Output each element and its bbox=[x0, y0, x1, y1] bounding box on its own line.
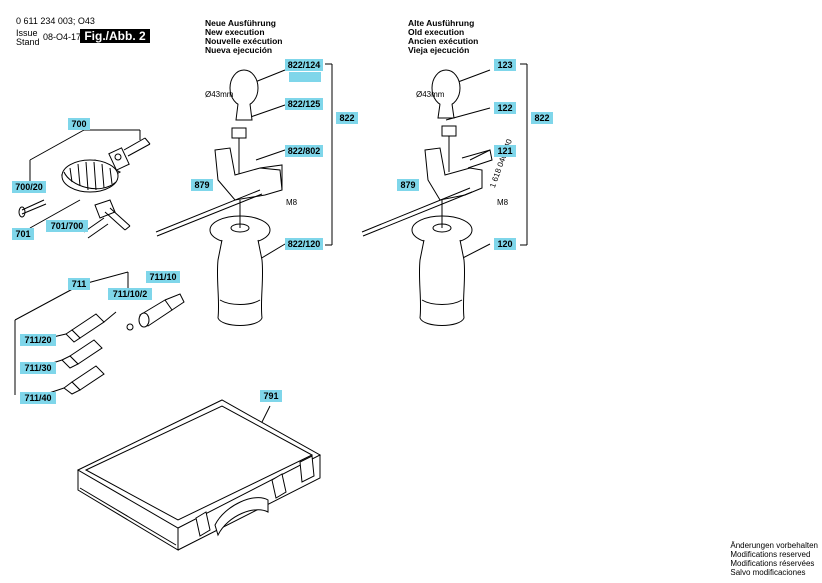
modifications-notice: Änderungen vorbehalten Modifications res… bbox=[730, 541, 818, 577]
drill-chuck bbox=[60, 137, 151, 193]
document-number: 0 611 234 003; O43 bbox=[16, 16, 95, 26]
notice-fr: Modifications réservées bbox=[730, 559, 815, 568]
label-new-822-125: 822/125 bbox=[285, 98, 323, 110]
issue-label: Issue bbox=[16, 28, 38, 38]
label-711-10-2: 711/10/2 bbox=[108, 288, 152, 300]
new-version-de: Neue Ausführung bbox=[205, 18, 276, 28]
new-depth-rod bbox=[155, 189, 263, 237]
label-701-700: 701/700 bbox=[46, 220, 88, 232]
issue-date: 08-O4-17 bbox=[43, 32, 82, 42]
label-700-20: 700/20 bbox=[12, 181, 46, 193]
new-diameter-note: Ø43mm bbox=[205, 90, 234, 99]
label-old-879: 879 bbox=[397, 179, 419, 191]
bit-holder bbox=[126, 293, 185, 331]
new-version-es: Nueva ejecución bbox=[205, 45, 273, 55]
new-version-fr: Nouvelle exécution bbox=[205, 36, 283, 46]
new-depth-clamp-ring bbox=[229, 69, 259, 121]
screwdriver-bit-3 bbox=[63, 365, 105, 395]
label-700: 700 bbox=[68, 118, 90, 130]
notice-en: Modifications reserved bbox=[730, 550, 811, 559]
stand-label: Stand bbox=[16, 37, 40, 47]
old-version-en: Old execution bbox=[408, 27, 465, 37]
old-version-fr: Ancien exécution bbox=[408, 36, 479, 46]
old-diameter-note: Ø43mm bbox=[416, 90, 445, 99]
label-new-822-124: 822/124 bbox=[285, 59, 323, 71]
label-711: 711 bbox=[68, 278, 90, 290]
old-clamp-screw bbox=[441, 125, 457, 172]
new-thread-note: M8 bbox=[286, 198, 298, 207]
new-version-en: New execution bbox=[205, 27, 265, 37]
old-auxiliary-handle bbox=[411, 200, 473, 326]
label-new-822-802: 822/802 bbox=[285, 145, 323, 157]
new-auxiliary-handle bbox=[209, 200, 271, 326]
label-old-822: 822 bbox=[531, 112, 553, 124]
screwdriver-bit-1 bbox=[65, 313, 105, 343]
new-clamp-screw bbox=[231, 127, 247, 175]
label-711-10: 711/10 bbox=[146, 271, 180, 283]
label-701: 701 bbox=[12, 228, 34, 240]
old-handle-bracket bbox=[424, 147, 493, 201]
old-version-de: Alte Ausführung bbox=[408, 18, 475, 28]
screwdriver-bit-2 bbox=[61, 339, 103, 369]
label-new-822-124-blank bbox=[289, 72, 321, 82]
chuck-key bbox=[83, 199, 131, 239]
label-new-822: 822 bbox=[336, 112, 358, 124]
label-711-30: 711/30 bbox=[20, 362, 56, 374]
new-handle-bracket bbox=[214, 147, 283, 201]
label-711-40: 711/40 bbox=[20, 392, 56, 404]
label-new-822-120: 822/120 bbox=[285, 238, 323, 250]
label-old-122: 122 bbox=[494, 102, 516, 114]
old-thread-note: M8 bbox=[497, 198, 509, 207]
notice-es: Salvo modificaciones bbox=[730, 568, 806, 577]
old-depth-clamp-ring bbox=[431, 69, 461, 119]
label-old-120: 120 bbox=[494, 238, 516, 250]
label-old-121: 121 bbox=[494, 145, 516, 157]
old-depth-rod bbox=[361, 187, 473, 237]
notice-de: Änderungen vorbehalten bbox=[730, 541, 818, 550]
chuck-screw bbox=[18, 199, 47, 218]
figure-label: Fig./Abb. 2 bbox=[80, 29, 150, 43]
label-711-20: 711/20 bbox=[20, 334, 56, 346]
label-791: 791 bbox=[260, 390, 282, 402]
label-new-879: 879 bbox=[191, 179, 213, 191]
carrying-case bbox=[76, 399, 322, 551]
label-old-123: 123 bbox=[494, 59, 516, 71]
old-version-es: Vieja ejecución bbox=[408, 45, 470, 55]
